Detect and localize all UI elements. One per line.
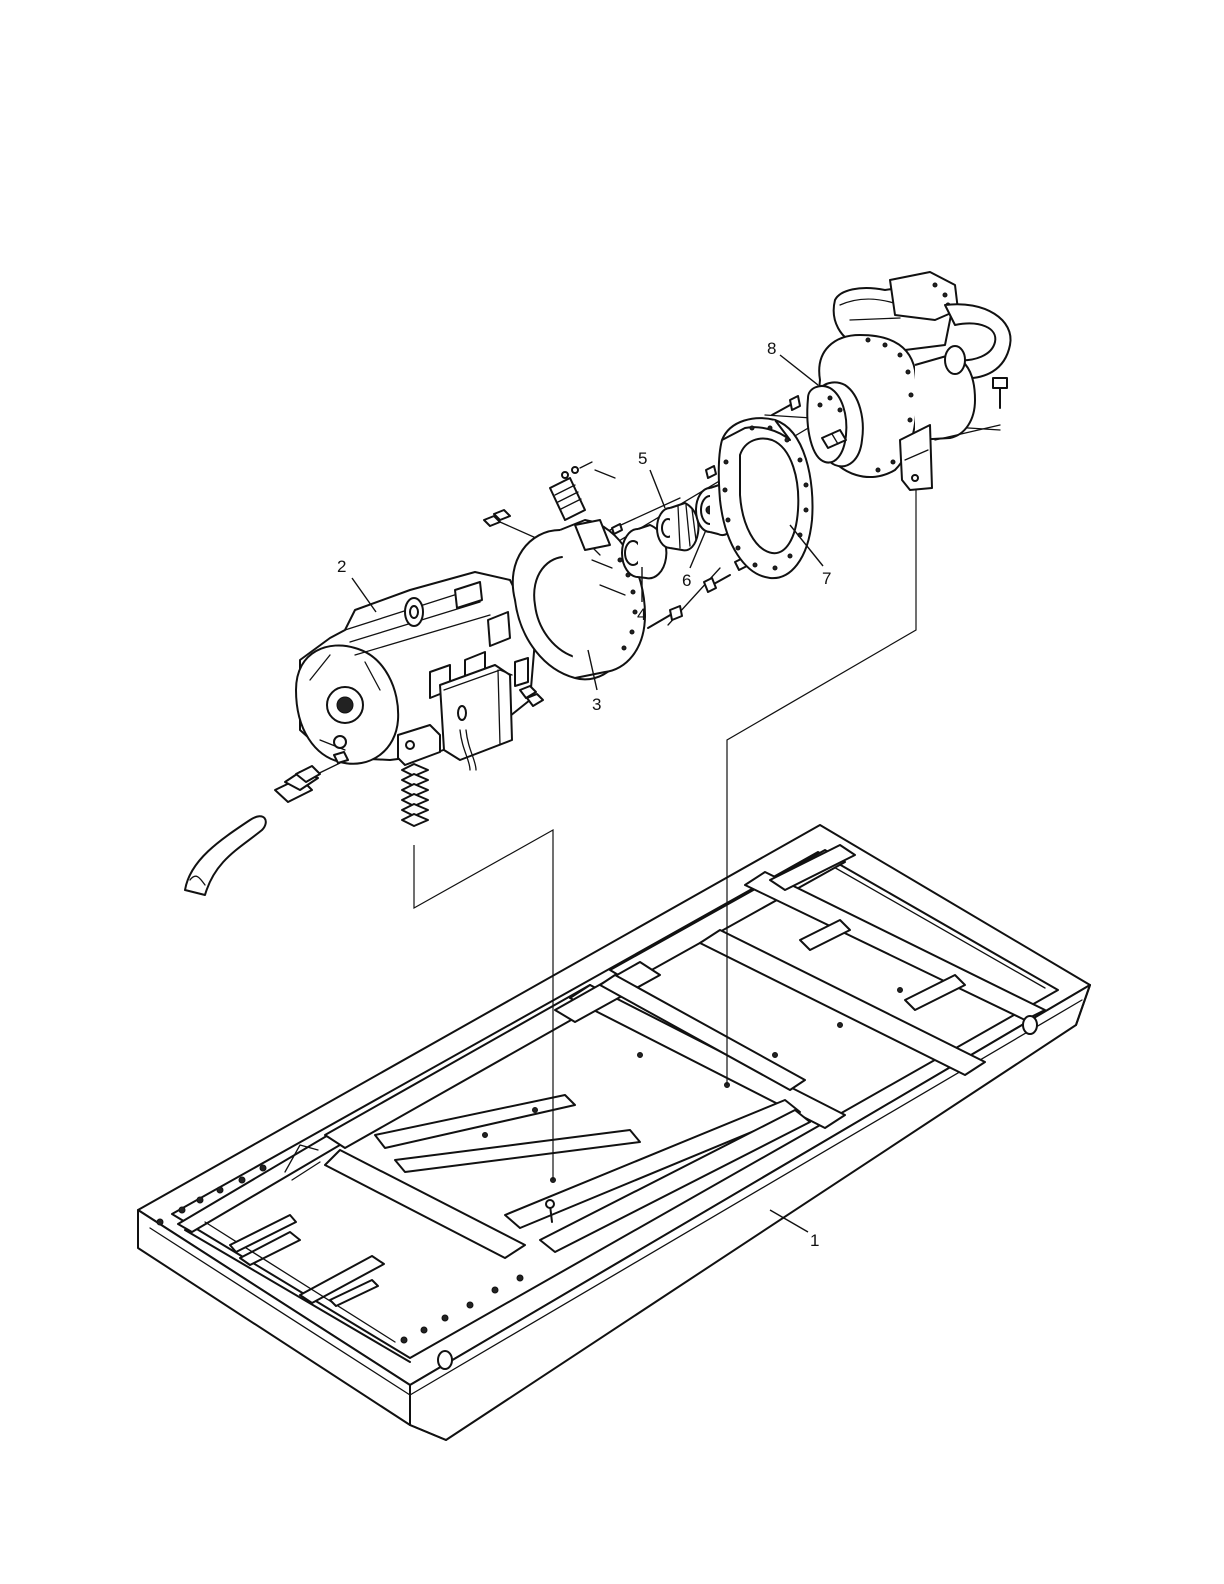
callout-5: 5 xyxy=(638,449,647,468)
lifting-hole-icon xyxy=(1023,1016,1037,1034)
hose-fitting xyxy=(185,736,348,895)
base-frame xyxy=(138,825,1090,1440)
spring-pack xyxy=(550,462,592,520)
washer-icon xyxy=(334,736,346,748)
engine-part xyxy=(296,572,543,770)
callout-3: 3 xyxy=(592,695,601,714)
callout-2: 2 xyxy=(337,557,346,576)
flywheel-housing xyxy=(719,396,813,578)
gear-part xyxy=(657,503,698,550)
callout-8: 8 xyxy=(767,339,776,358)
callout-7: 7 xyxy=(822,569,831,588)
callout-4: 4 xyxy=(637,605,646,624)
pump-assembly xyxy=(807,272,1010,490)
callout-1: 1 xyxy=(810,1231,819,1250)
callout-6: 6 xyxy=(682,571,691,590)
lifting-hole-icon xyxy=(438,1351,452,1369)
shim-stack xyxy=(402,764,428,826)
